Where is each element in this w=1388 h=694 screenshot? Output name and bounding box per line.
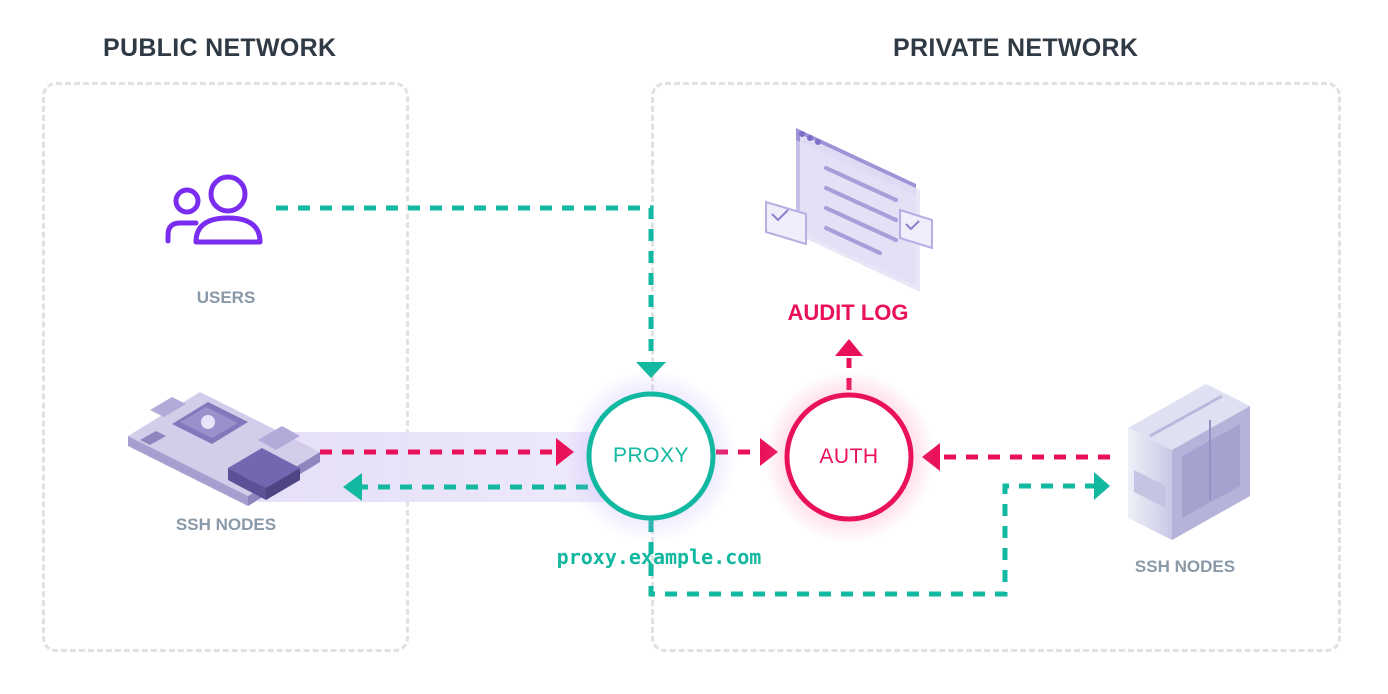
private-network-title: PRIVATE NETWORK xyxy=(893,34,1139,62)
audit-log-window-icon xyxy=(765,128,933,292)
auth-label: AUTH xyxy=(819,445,879,468)
public-network-zone xyxy=(42,82,409,652)
arrowhead-audit xyxy=(835,339,863,356)
public-network-title: PUBLIC NETWORK xyxy=(103,34,337,62)
server-tower-icon xyxy=(1128,384,1250,540)
arrowhead-ssh-right xyxy=(1094,472,1110,500)
raspberry-pi-board-icon xyxy=(128,392,320,506)
proxy-circle xyxy=(586,391,716,521)
proxy-label: PROXY xyxy=(612,444,690,467)
users-icon xyxy=(165,174,263,245)
audit-log-label: AUDIT LOG xyxy=(787,300,909,325)
proxy-address: proxy.example.com xyxy=(556,545,762,569)
ssh-nodes-left-label: SSH NODES xyxy=(175,515,277,534)
proxy-to-ssh-right-line xyxy=(648,483,1094,597)
users-label: USERS xyxy=(196,288,256,307)
users-to-proxy-line xyxy=(276,205,654,360)
arrowhead-ssh-left xyxy=(343,473,362,501)
arrowhead-proxy-left xyxy=(556,438,574,466)
ssh-nodes-right-label: SSH NODES xyxy=(1134,557,1236,576)
auth-circle xyxy=(784,392,914,522)
